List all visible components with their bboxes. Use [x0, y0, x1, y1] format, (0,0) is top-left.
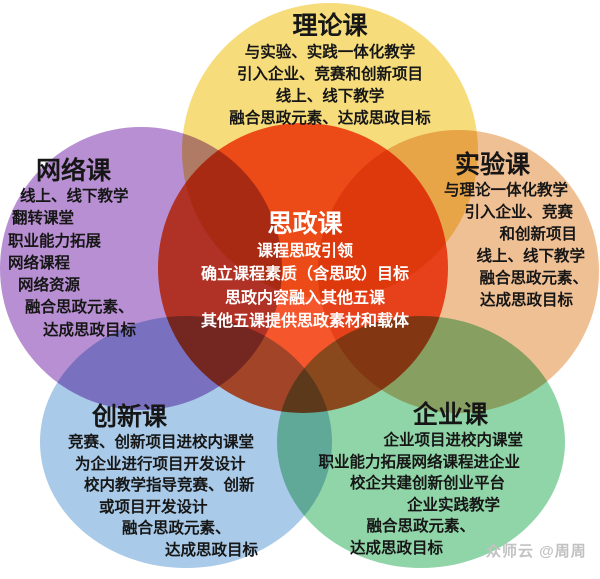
network-course-line: 线上、线下教学	[20, 188, 129, 205]
network-course-group: 网络课 线上、线下教学 翻转课堂 职业能力拓展 网络课程 网络资源 融合思政元素…	[8, 156, 198, 342]
ideology-course-circle	[158, 123, 448, 413]
innovation-course-group: 创新课 竞赛、创新项目进校内课堂 为企业进行项目开发设计 校内教学指导竞赛、创新…	[62, 402, 282, 561]
experiment-course-line: 达成思政目标	[479, 292, 573, 309]
theory-course-group: 理论课 与实验、实践一体化教学 引入企业、竞赛和创新项目 线上、线下教学 融合思…	[165, 10, 495, 130]
innovation-course-line: 或项目开发设计	[99, 498, 208, 516]
ideology-course-group: 思政课 课程思政引领 确立课程素质（含思政）目标 思政内容融入其他五课 其他五课…	[155, 208, 455, 333]
experiment-course-line: 和创新项目	[499, 226, 577, 243]
theory-course-title: 理论课	[292, 12, 368, 40]
experiment-course-line: 线上、线下教学	[476, 248, 585, 265]
ideology-course-line: 课程思政引领	[256, 243, 353, 260]
network-course-line: 网络课程	[8, 254, 71, 272]
enterprise-course-line: 职业能力拓展网络课程进企业	[318, 453, 520, 471]
innovation-course-line: 融合思政元素、	[122, 520, 231, 537]
theory-course-line: 引入企业、竞赛和创新项目	[236, 66, 423, 83]
innovation-course-line: 竞赛、创新项目进校内课堂	[68, 434, 255, 451]
ideology-course-title: 思政课	[267, 210, 343, 238]
experiment-course-line: 与理论一体化教学	[443, 182, 568, 199]
ideology-course-line: 思政内容融入其他五课	[224, 289, 385, 307]
network-course-line: 达成思政目标	[43, 321, 137, 339]
innovation-course-title: 创新课	[92, 403, 168, 431]
network-course-line: 融合思政元素、	[25, 299, 134, 317]
experiment-course-title: 实验课	[454, 151, 530, 179]
innovation-course-line: 校内教学指导竞赛、创新	[84, 477, 255, 494]
theory-course-line: 与实验、实践一体化教学	[244, 44, 416, 61]
enterprise-course-line: 企业实践教学	[406, 496, 500, 514]
enterprise-course-group: 企业课 企业项目进校内课堂 职业能力拓展网络课程进企业 校企共建创新创业平台 企…	[300, 400, 530, 559]
ideology-course-line: 其他五课提供思政素材和载体	[200, 312, 409, 330]
theory-course-line: 线上、线下教学	[275, 88, 385, 105]
network-course-title: 网络课	[36, 157, 112, 185]
network-course-line: 网络资源	[18, 277, 81, 295]
experiment-course-line: 引入企业、竞赛	[464, 204, 573, 221]
enterprise-course-title: 企业课	[412, 401, 488, 429]
enterprise-course-line: 企业项目进校内课堂	[383, 432, 523, 449]
enterprise-course-line: 校企共建创新创业平台	[349, 475, 505, 492]
experiment-course-group: 实验课 与理论一体化教学 引入企业、竞赛 和创新项目 线上、线下教学 融合思政元…	[420, 150, 590, 312]
experiment-course-line: 融合思政元素、	[479, 270, 588, 287]
theory-course-line: 融合思政元素、达成思政目标	[229, 110, 431, 127]
ideology-course-line: 确立课程素质（含思政）目标	[200, 266, 409, 284]
enterprise-course-line: 融合思政元素、	[366, 518, 475, 535]
innovation-course-line: 达成思政目标	[165, 541, 259, 559]
network-course-line: 翻转课堂	[12, 210, 75, 228]
watermark: 众师云 @周周	[486, 543, 587, 560]
network-course-line: 职业能力拓展	[8, 232, 102, 250]
enterprise-course-line: 达成思政目标	[349, 539, 443, 557]
innovation-course-line: 为企业进行项目开发设计	[75, 455, 246, 473]
